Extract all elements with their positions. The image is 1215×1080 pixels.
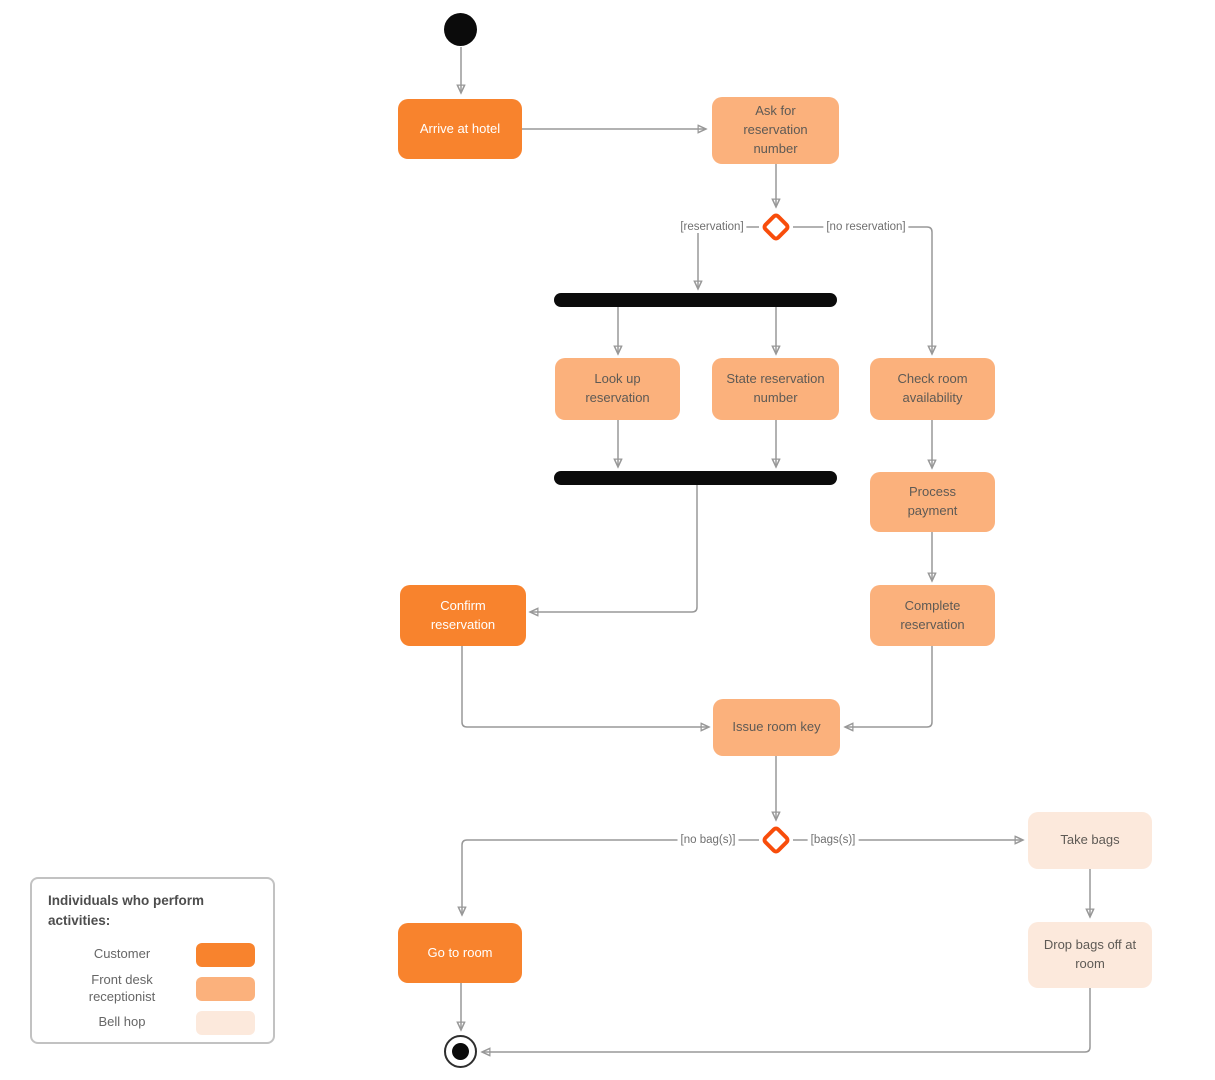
guard-label-reservation: [reservation] bbox=[677, 221, 747, 233]
edge-complete-to-issue[interactable] bbox=[846, 646, 933, 727]
edge-dropbags-to-final[interactable] bbox=[483, 988, 1091, 1052]
edge-confirm-to-issue[interactable] bbox=[461, 646, 708, 727]
guard-label-no-reservation: [no reservation] bbox=[823, 221, 909, 233]
final-node-dot bbox=[452, 1043, 469, 1060]
join-bar[interactable] bbox=[554, 471, 837, 485]
legend-label-bell-hop: Bell hop bbox=[98, 1014, 146, 1030]
activity-label: State reservation number bbox=[726, 371, 825, 405]
activity-label: Go to room bbox=[427, 944, 493, 960]
activity-drop-bags-off-at-room[interactable]: Drop bags off at room bbox=[1028, 922, 1152, 988]
edge-decision1-reservation-to-fork[interactable] bbox=[698, 226, 759, 288]
legend-swatch-bell-hop bbox=[196, 1010, 255, 1035]
legend-row-front-desk: Front desk receptionist bbox=[48, 972, 257, 1006]
legend-row-bell-hop: Bell hop bbox=[48, 1006, 257, 1040]
activity-ask-for-reservation-number[interactable]: Ask for reservation number bbox=[712, 97, 839, 164]
legend-label-front-desk: Front desk receptionist bbox=[88, 971, 156, 1004]
legend-swatch-front-desk bbox=[196, 976, 255, 1001]
activity-label: Issue room key bbox=[732, 719, 821, 735]
guard-label-bags: [bags(s)] bbox=[807, 834, 859, 846]
activity-label: Confirm reservation bbox=[430, 597, 496, 632]
edge-decision1-noreservation-to-check[interactable] bbox=[793, 226, 932, 353]
legend-row-customer: Customer bbox=[48, 938, 257, 972]
legend-box[interactable]: Individuals who perform activities: Cust… bbox=[30, 877, 275, 1044]
activity-label: Arrive at hotel bbox=[419, 120, 501, 136]
activity-go-to-room[interactable]: Go to room bbox=[398, 923, 522, 983]
legend-swatch-customer bbox=[196, 942, 255, 967]
activity-label: Ask for reservation number bbox=[743, 103, 808, 156]
activity-complete-reservation[interactable]: Complete reservation bbox=[870, 585, 995, 646]
activity-label: Process payment bbox=[907, 484, 958, 518]
activity-process-payment[interactable]: Process payment bbox=[870, 472, 995, 532]
final-node[interactable] bbox=[444, 1035, 477, 1068]
activity-confirm-reservation[interactable]: Confirm reservation bbox=[400, 585, 526, 646]
edge-decision2-nobags-to-gotoroom[interactable] bbox=[462, 839, 759, 914]
edge-join-to-confirm[interactable] bbox=[531, 485, 698, 612]
activity-take-bags[interactable]: Take bags bbox=[1028, 812, 1152, 869]
legend-label-customer: Customer bbox=[93, 946, 151, 962]
activity-label: Complete reservation bbox=[900, 597, 965, 632]
activity-look-up-reservation[interactable]: Look up reservation bbox=[555, 358, 680, 420]
activity-label: Look up reservation bbox=[585, 371, 650, 405]
activity-label: Drop bags off at room bbox=[1043, 937, 1137, 971]
activity-issue-room-key[interactable]: Issue room key bbox=[713, 699, 840, 756]
activity-label: Take bags bbox=[1060, 832, 1120, 848]
activity-label: Check room availability bbox=[897, 371, 968, 405]
initial-node[interactable] bbox=[444, 13, 477, 46]
fork-bar[interactable] bbox=[554, 293, 837, 307]
guard-label-no-bags: [no bag(s)] bbox=[677, 834, 739, 846]
activity-state-reservation-number[interactable]: State reservation number bbox=[712, 358, 839, 420]
activity-arrive-at-hotel[interactable]: Arrive at hotel bbox=[398, 99, 522, 159]
activity-check-room-availability[interactable]: Check room availability bbox=[870, 358, 995, 420]
legend-title: Individuals who perform activities: bbox=[48, 893, 205, 929]
